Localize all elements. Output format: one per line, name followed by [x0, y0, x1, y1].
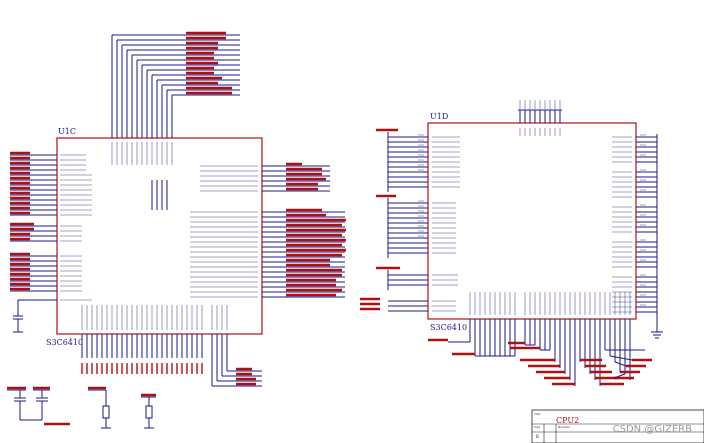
u1d-left-pin-numbers [418, 134, 424, 237]
title-block-size-value: B [536, 434, 539, 439]
u1d-top-pins [518, 109, 562, 123]
u1d-part-label: S3C6410 [430, 323, 467, 332]
u1c-block: U1C S3C6410 [10, 31, 346, 387]
title-block-title-label: Title [533, 412, 541, 416]
u1c-ref-label: U1C [58, 127, 76, 136]
u1d-right-pin-numbers [640, 134, 646, 306]
bottom-left-net-labels [7, 386, 156, 426]
u1c-left-net-labels [10, 151, 34, 291]
u1d-bottom-net-labels [428, 338, 652, 386]
u1c-part-label: S3C6410 [46, 338, 83, 347]
u1d-left-internal-pin-text [432, 136, 460, 312]
title-block: Title CPU2 Size Number B [531, 409, 704, 443]
u1d-bottom-right-diagonals [609, 355, 633, 379]
u1d-right-pins [636, 134, 663, 339]
u1c-top-inner-pin-text [111, 142, 173, 165]
u1d-left-pins [387, 132, 428, 312]
u1c-bottom-inner-pin-text [81, 305, 228, 330]
u1d-right-internal-pin-text [612, 136, 632, 313]
u1c-decoupling-capacitor [13, 300, 23, 333]
u1c-bottom-net-labels [81, 363, 203, 374]
u1c-top-pins [111, 35, 173, 138]
u1c-top-net-labels [186, 31, 232, 95]
u1d-bottom-inner-pin-text [469, 292, 631, 315]
u1c-right-pins [262, 165, 345, 298]
watermark: CSDN @GIZERB [612, 424, 692, 435]
title-block-size-label: Size [534, 425, 540, 429]
u1d-body [427, 122, 637, 320]
u1c-right-net-labels [286, 162, 346, 297]
u1c-bottom-pins [81, 334, 262, 387]
u1c-body [56, 137, 263, 335]
u1d-left-net-labels [360, 128, 400, 311]
u1d-bottom-pins [448, 319, 645, 386]
u1d-top-pin-text [519, 100, 561, 136]
bottom-left-components [7, 389, 156, 429]
u1c-bottom-right-net-labels [236, 367, 256, 386]
u1c-internal-pin-text [60, 154, 258, 301]
title-block-frame [531, 409, 704, 443]
u1d-block: U1D S3C6410 [360, 100, 663, 386]
u1c-top-bus-wires [112, 34, 240, 96]
title-block-number-label: Number [558, 425, 571, 429]
u1c-top-short-pins [151, 180, 168, 210]
u1c-left-pins [10, 154, 57, 301]
bottom-left-passives [7, 386, 156, 429]
u1d-ref-label: U1D [430, 112, 448, 121]
title-block-title: CPU2 [556, 416, 579, 425]
